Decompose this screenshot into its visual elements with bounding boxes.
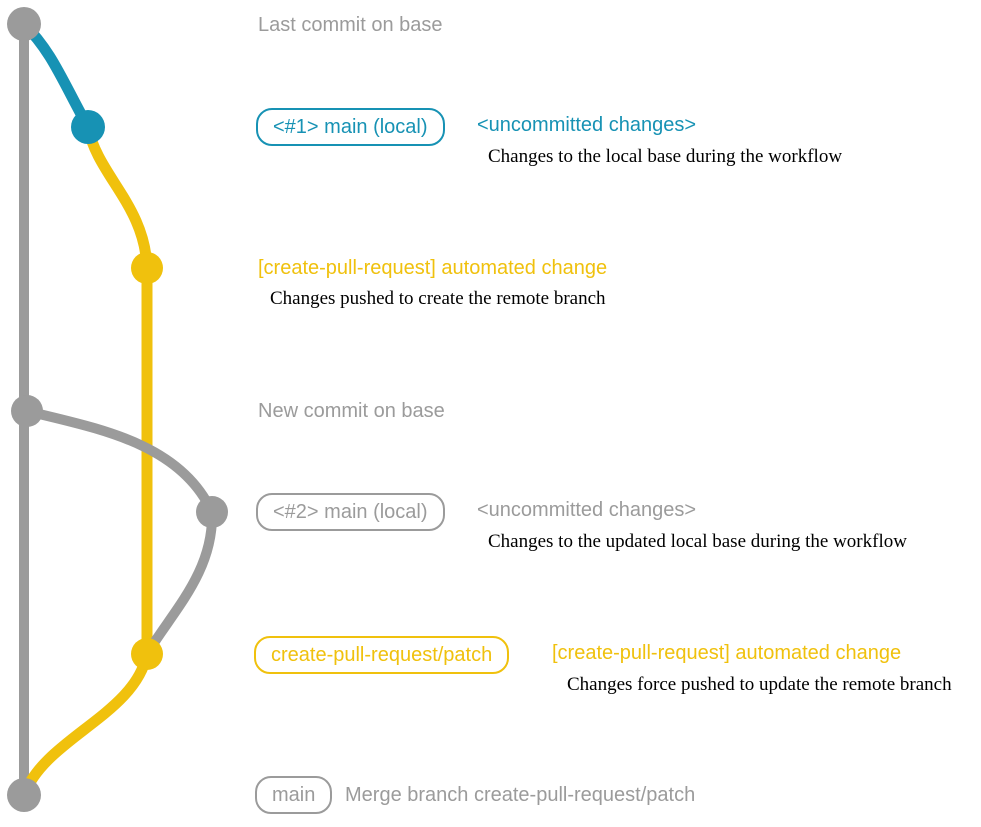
- main-local-2-ref-box: <#2> main (local): [256, 493, 445, 531]
- main-local-1-ref-box: <#1> main (local): [256, 108, 445, 146]
- local-main-branch-curve: [20, 20, 93, 130]
- automated-change-2-message: [create-pull-request] automated change: [552, 642, 902, 664]
- main-local-1-ref-label: <#1> main (local): [256, 108, 445, 146]
- automated-change-1-description: Changes pushed to create the remote bran…: [270, 288, 606, 309]
- commit-dot-main-local-1: [71, 110, 105, 144]
- last-commit-label: Last commit on base: [258, 14, 443, 36]
- patch-branch-ref-label: create-pull-request/patch: [254, 636, 510, 674]
- rebase-curve-out: [25, 406, 217, 515]
- new-commit-label: New commit on base: [258, 400, 445, 422]
- branch-graph: [7, 7, 228, 812]
- commit-dot-automated-1: [131, 252, 163, 284]
- uncommitted-changes-1-message: <uncommitted changes>: [477, 114, 697, 136]
- commit-dot-main-local-2: [196, 496, 228, 528]
- uncommitted-changes-2-message: <uncommitted changes>: [477, 499, 697, 521]
- patch-branch-curve-top: [82, 125, 153, 269]
- commit-dot-merge: [7, 778, 41, 812]
- automated-change-2-description: Changes force pushed to update the remot…: [567, 674, 952, 695]
- main-ref-box: main: [255, 776, 333, 814]
- patch-branch-ref-box: create-pull-request/patch: [254, 636, 510, 674]
- uncommitted-changes-2-description: Changes to the updated local base during…: [488, 531, 907, 552]
- commit-dot-new-base: [11, 395, 43, 427]
- uncommitted-changes-1-description: Changes to the local base during the wor…: [488, 146, 843, 167]
- automated-change-1-message: [create-pull-request] automated change: [258, 257, 608, 279]
- main-local-2-ref-label: <#2> main (local): [256, 493, 445, 531]
- rebase-curve-in: [142, 511, 218, 657]
- merge-commit-label: Merge branch create-pull-request/patch: [345, 784, 696, 806]
- patch-branch-merge-curve: [18, 652, 153, 798]
- commit-dot-automated-2: [131, 638, 163, 670]
- main-ref-label: main: [255, 776, 333, 814]
- commit-dot-last-base: [7, 7, 41, 41]
